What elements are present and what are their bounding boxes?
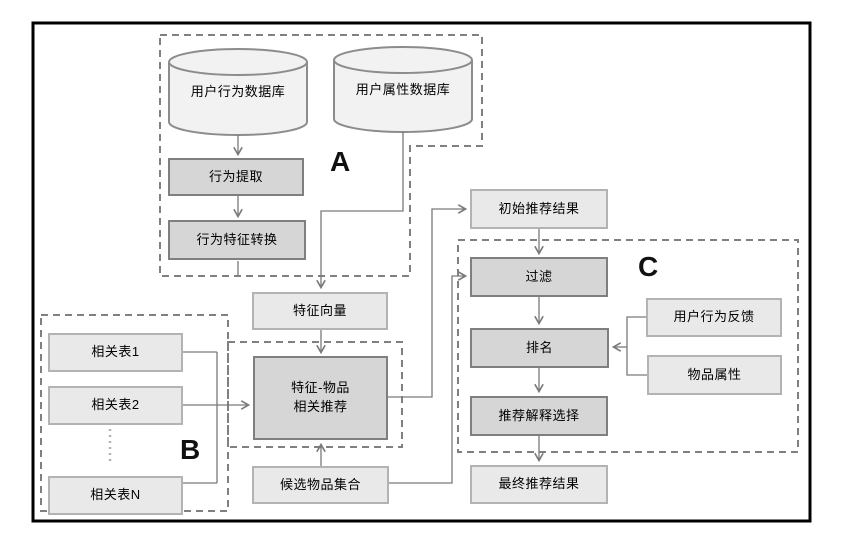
label-text-line1: 特征-物品: [291, 380, 350, 396]
label-text: 候选物品集合: [279, 476, 361, 492]
label-text: 特征向量: [292, 302, 347, 318]
label-text: 最终推荐结果: [498, 476, 580, 492]
node-feature-item-recommend: 特征-物品 相关推荐: [253, 356, 388, 440]
node-filter: 过滤: [470, 257, 608, 297]
label-text: 过滤: [525, 268, 553, 284]
node-related-table-2: 相关表2: [48, 386, 183, 425]
node-related-table-1: 相关表1: [48, 333, 183, 372]
label-text: 相关表1: [91, 344, 140, 360]
label-text: 行为提取: [208, 168, 263, 184]
label-text: 推荐解释选择: [498, 407, 580, 423]
node-final-results: 最终推荐结果: [470, 465, 608, 504]
label-text: 用户行为反馈: [673, 309, 755, 325]
node-item-attributes: 物品属性: [647, 355, 782, 395]
label-text: 物品属性: [687, 366, 742, 382]
node-ranking: 排名: [470, 328, 609, 368]
user-attribute-db-cylinder-icon: [333, 46, 473, 133]
node-feature-vector: 特征向量: [252, 292, 388, 330]
label-text: 相关表2: [91, 397, 140, 413]
node-user-behavior-feedback: 用户行为反馈: [646, 298, 782, 337]
group-a-label: A: [330, 146, 351, 177]
label-text: 相关表N: [90, 487, 141, 503]
user-behavior-db-cylinder-icon: [168, 48, 308, 136]
feature-item-group-outline: [227, 341, 403, 448]
connectors: [183, 132, 647, 484]
group-c-outline: [457, 239, 799, 453]
node-related-table-n: 相关表N: [48, 476, 183, 515]
label-text: 排名: [525, 339, 553, 355]
diagram-frame: [31, 21, 812, 523]
node-user-attribute-db-label: 用户属性数据库: [337, 73, 469, 103]
label-text: 初始推荐结果: [498, 200, 580, 216]
node-behavior-extraction: 行为提取: [168, 158, 304, 196]
label-text: 用户属性数据库: [355, 81, 451, 97]
label-text: 行为特征转换: [196, 231, 278, 247]
group-b-label: B: [180, 434, 201, 465]
node-behavior-feature-conversion: 行为特征转换: [168, 220, 306, 260]
node-candidate-item-set: 候选物品集合: [252, 466, 389, 504]
node-initial-results: 初始推荐结果: [470, 189, 608, 229]
node-explanation-selection: 推荐解释选择: [470, 396, 608, 436]
group-c-label: C: [638, 251, 659, 282]
label-text: 用户行为数据库: [190, 83, 286, 99]
group-a-outline: [159, 34, 483, 277]
label-text-line2: 相关推荐: [293, 399, 348, 414]
node-user-behavior-db-label: 用户行为数据库: [172, 75, 304, 105]
